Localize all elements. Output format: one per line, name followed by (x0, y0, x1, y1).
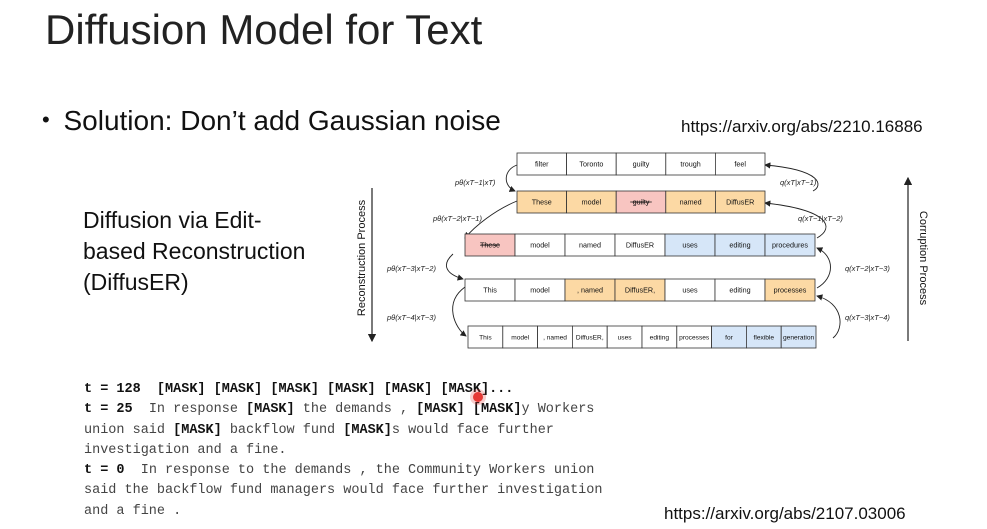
token-text: trough (680, 160, 700, 169)
reconstruction-axis-label: Reconstruction Process (356, 199, 368, 316)
token-cell (764, 278, 816, 302)
corruption-annotation: q(xT|xT−1) (780, 178, 817, 187)
example-text: backflow fund (221, 422, 344, 438)
corruption-axis-label: Corruption Process (917, 211, 929, 306)
example-text: the demands , (294, 402, 417, 418)
token-text: guilty (633, 160, 650, 169)
reconstruction-step-arrow (505, 164, 518, 192)
example-text: investigation and a fine. (84, 442, 287, 458)
reconstruction-annotation: pθ(xT−2|xT−1) (432, 214, 482, 223)
bullet-point: • Solution: Don’t add Gaussian noise (42, 103, 501, 141)
token-cell (780, 325, 817, 349)
example-text: In response to the demands , the Communi… (140, 463, 595, 479)
token-text: model (530, 286, 550, 295)
example-line: t = 25 In response [MASK] the demands , … (84, 400, 602, 420)
slide-title: Diffusion Model for Text (45, 6, 483, 53)
token-text: editing (729, 241, 750, 250)
example-line: union said [MASK] backflow fund [MASK]s … (84, 421, 602, 441)
method-label-line: (DiffusER) (83, 269, 189, 295)
token-text: editing (650, 335, 670, 342)
token-text: uses (682, 286, 698, 295)
token-text: generation (783, 335, 814, 342)
example-text: union said (84, 422, 174, 438)
token-text: named (680, 198, 702, 207)
token-cell (764, 233, 816, 257)
token-text: DiffusER, (576, 335, 604, 342)
mask-token: t = 25 (84, 402, 149, 418)
token-text: uses (618, 335, 633, 342)
token-text: processes (774, 286, 807, 295)
corruption-annotation: q(xT−3|xT−4) (845, 313, 890, 322)
mask-token: [MASK] (246, 402, 295, 418)
token-text: This (483, 286, 497, 295)
corruption-step-arrow (764, 162, 819, 192)
example-line: t = 0 In response to the demands , the C… (84, 461, 602, 481)
token-text: procedures (772, 241, 808, 250)
token-text: , named (543, 335, 567, 342)
token-text: This (479, 335, 492, 342)
token-text: DiffusER (726, 198, 754, 207)
denoising-example: t = 128 [MASK] [MASK] [MASK] [MASK] [MAS… (84, 380, 602, 522)
corruption-step-arrow (816, 294, 841, 339)
token-text: processes (679, 335, 710, 342)
token-text: DiffusER (626, 241, 654, 250)
example-text: y Workers (521, 402, 595, 418)
example-line: and a fine . (84, 502, 602, 522)
method-label-line: based Reconstruction (83, 238, 306, 264)
pointer-highlight (473, 392, 483, 402)
corruption-annotation: q(xT−1|xT−2) (798, 214, 843, 223)
reconstruction-annotation: pθ(xT−4|xT−3) (386, 313, 436, 322)
mask-token: [MASK] [MASK] (416, 402, 522, 418)
example-text: and a fine . (84, 503, 182, 519)
corruption-step-arrow (816, 247, 831, 289)
token-text: , named (577, 286, 603, 295)
mask-token: t = 128 (84, 382, 157, 397)
token-text: These (532, 198, 552, 207)
bullet-dot: • (42, 107, 50, 132)
token-text: flexible (754, 335, 775, 342)
token-text: uses (682, 241, 698, 250)
token-text: model (530, 241, 550, 250)
mask-token: [MASK] (173, 422, 222, 438)
reconstruction-step-arrow (446, 253, 464, 281)
corruption-step-arrow (764, 200, 827, 239)
paper-link-bottom[interactable]: https://arxiv.org/abs/2107.03006 (664, 504, 906, 523)
paper-link-top[interactable]: https://arxiv.org/abs/2210.16886 (681, 117, 923, 136)
example-line: investigation and a fine. (84, 441, 602, 461)
mask-token: [MASK] [MASK] [MASK] [MASK] [MASK] [MASK… (156, 382, 514, 397)
example-text: In response (148, 402, 247, 418)
diffuser-diagram: Reconstruction Process Corruption Proces… (356, 152, 929, 349)
method-label-line: Diffusion via Edit- (83, 207, 262, 233)
bullet-text: Solution: Don’t add Gaussian noise (63, 105, 501, 136)
token-text: feel (734, 160, 746, 169)
token-text: Toronto (579, 160, 603, 169)
token-text: named (579, 241, 601, 250)
token-text: for (725, 335, 733, 342)
reconstruction-step-arrow (452, 286, 467, 337)
example-text: said the backflow fund managers would fa… (84, 483, 603, 499)
token-text: DiffusER, (625, 286, 655, 295)
token-cell (714, 190, 766, 214)
token-text: editing (729, 286, 750, 295)
token-text: model (511, 335, 529, 342)
mask-token: [MASK] (343, 422, 392, 438)
token-cell (714, 152, 766, 176)
token-text: filter (535, 160, 549, 169)
reconstruction-annotation: pθ(xT−1|xT) (454, 178, 496, 187)
example-line: t = 128 [MASK] [MASK] [MASK] [MASK] [MAS… (84, 380, 602, 400)
example-text: s would face further (391, 422, 554, 438)
mask-token: t = 0 (84, 463, 141, 479)
example-line: said the backflow fund managers would fa… (84, 481, 602, 501)
token-text: model (582, 198, 602, 207)
method-label: Diffusion via Edit- based Reconstruction… (83, 205, 305, 298)
reconstruction-annotation: pθ(xT−3|xT−2) (386, 264, 436, 273)
corruption-annotation: q(xT−2|xT−3) (845, 264, 890, 273)
